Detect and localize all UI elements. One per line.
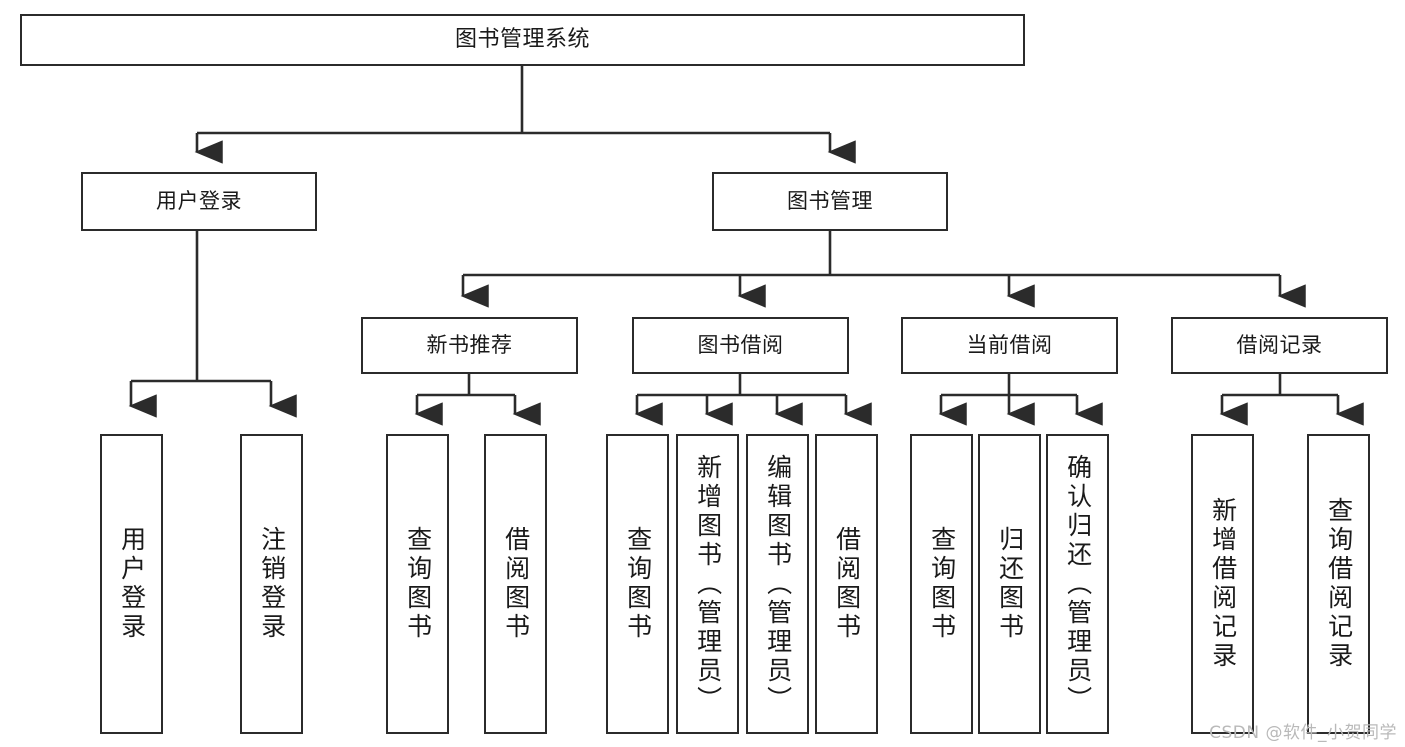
leaf-add-book-label: 新增图书（管理员）	[693, 453, 723, 715]
watermark: CSDN @软件_小贺同学	[1209, 723, 1397, 743]
leaf-query-record[interactable]: 查询借阅记录	[1307, 434, 1370, 734]
leaf-user-logout[interactable]: 注销登录	[240, 434, 303, 734]
leaf-borrow-book-2-label: 借阅图书	[832, 526, 862, 642]
leaf-confirm-return[interactable]: 确认归还（管理员）	[1046, 434, 1109, 734]
leaf-return-book-label: 归还图书	[995, 526, 1025, 642]
node-new-book-recommend[interactable]: 新书推荐	[361, 317, 578, 374]
leaf-query-book-3-label: 查询图书	[927, 526, 957, 642]
leaf-borrow-book-2[interactable]: 借阅图书	[815, 434, 878, 734]
node-book-borrow[interactable]: 图书借阅	[632, 317, 849, 374]
leaf-add-book[interactable]: 新增图书（管理员）	[676, 434, 739, 734]
leaf-edit-book[interactable]: 编辑图书（管理员）	[746, 434, 809, 734]
leaf-return-book[interactable]: 归还图书	[978, 434, 1041, 734]
node-user-login-label: 用户登录	[156, 189, 242, 214]
leaf-confirm-return-label: 确认归还（管理员）	[1063, 453, 1093, 715]
leaf-query-book-2[interactable]: 查询图书	[606, 434, 669, 734]
node-borrow-record[interactable]: 借阅记录	[1171, 317, 1388, 374]
leaf-user-login[interactable]: 用户登录	[100, 434, 163, 734]
leaf-query-book-2-label: 查询图书	[623, 526, 653, 642]
node-root[interactable]: 图书管理系统	[20, 14, 1025, 66]
node-root-label: 图书管理系统	[454, 27, 590, 53]
node-user-login[interactable]: 用户登录	[81, 172, 317, 231]
leaf-query-record-label: 查询借阅记录	[1324, 497, 1354, 671]
node-new-book-recommend-label: 新书推荐	[426, 333, 513, 358]
node-book-manage[interactable]: 图书管理	[712, 172, 948, 231]
leaf-add-record-label: 新增借阅记录	[1208, 497, 1238, 671]
leaf-borrow-book-1[interactable]: 借阅图书	[484, 434, 547, 734]
node-borrow-record-label: 借阅记录	[1236, 333, 1323, 358]
leaf-query-book-1-label: 查询图书	[403, 526, 433, 642]
node-current-borrow[interactable]: 当前借阅	[901, 317, 1118, 374]
leaf-user-login-label: 用户登录	[117, 526, 147, 642]
leaf-query-book-1[interactable]: 查询图书	[386, 434, 449, 734]
leaf-user-logout-label: 注销登录	[257, 526, 287, 642]
node-current-borrow-label: 当前借阅	[966, 333, 1053, 358]
leaf-borrow-book-1-label: 借阅图书	[501, 526, 531, 642]
leaf-add-record[interactable]: 新增借阅记录	[1191, 434, 1254, 734]
node-book-borrow-label: 图书借阅	[697, 333, 784, 358]
leaf-edit-book-label: 编辑图书（管理员）	[763, 453, 793, 715]
node-book-manage-label: 图书管理	[787, 189, 873, 214]
leaf-query-book-3[interactable]: 查询图书	[910, 434, 973, 734]
